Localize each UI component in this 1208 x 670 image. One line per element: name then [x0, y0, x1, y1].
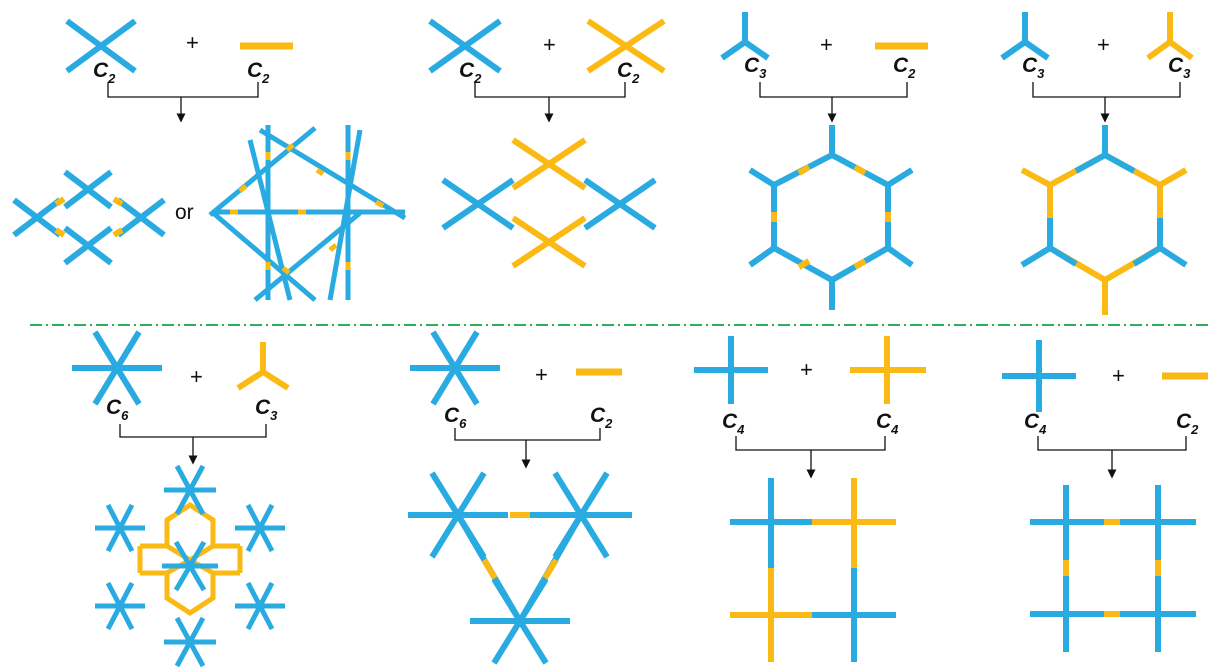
combination-bracket — [474, 82, 626, 123]
combination-bracket — [1037, 436, 1187, 479]
symmetry-label: C3 — [744, 54, 767, 81]
panel-2: + C2 C2 — [428, 18, 666, 269]
kagome-framework — [208, 125, 407, 302]
triangle-framework — [408, 471, 632, 665]
plus-sign: + — [820, 32, 833, 57]
panel-6: + C6 C2 — [408, 330, 632, 665]
combination-bracket — [107, 82, 259, 123]
symmetry-label: C2 — [459, 59, 482, 86]
c3-linker-icon-yellow — [236, 342, 290, 391]
c6-linker-icon — [410, 330, 500, 406]
symmetry-label: C3 — [1168, 54, 1191, 81]
c2-linker-icon — [428, 18, 502, 74]
alternating-rhombus-framework — [441, 137, 657, 269]
c4-linker-icon — [1002, 340, 1076, 412]
symmetry-label: C3 — [255, 396, 278, 423]
or-text: or — [175, 201, 194, 224]
plus-sign: + — [800, 357, 813, 382]
symmetry-label: C6 — [444, 404, 467, 431]
plus-sign: + — [190, 364, 203, 389]
plus-sign: + — [543, 32, 556, 57]
c3-linker-icon — [1000, 12, 1050, 61]
c6-linker-icon — [72, 330, 162, 406]
c4-linker-icon — [694, 336, 768, 404]
panel-8: + C4 C2 — [1002, 340, 1208, 652]
plus-sign: + — [1097, 32, 1110, 57]
combination-bracket — [454, 428, 601, 469]
combination-bracket — [119, 424, 267, 465]
symmetry-label: C4 — [722, 410, 745, 437]
hexagon-framework — [748, 125, 914, 310]
plus-sign: + — [186, 30, 199, 55]
combination-bracket — [735, 436, 886, 479]
panel-5: + C6 C3 — [72, 330, 290, 668]
symmetry-label: C2 — [617, 59, 640, 86]
symmetry-label: C2 — [590, 404, 613, 431]
snowflake-framework — [95, 464, 285, 668]
square-framework-bars — [1030, 485, 1196, 652]
panel-1: + C2 C2 or — [12, 18, 407, 302]
hexagon-framework-alternating — [1020, 125, 1188, 315]
rhombus-framework — [12, 169, 166, 266]
c2-linker-icon-yellow — [586, 18, 666, 74]
panel-4: + C3 C3 — [1000, 12, 1194, 315]
symmetry-label: C2 — [93, 59, 116, 86]
c3-linker-icon — [720, 12, 770, 61]
combination-bracket — [1032, 82, 1181, 123]
plus-sign: + — [1112, 363, 1125, 388]
square-framework — [730, 478, 896, 662]
symmetry-label: C6 — [106, 396, 129, 423]
combination-bracket — [759, 82, 908, 123]
symmetry-label: C4 — [1024, 410, 1047, 437]
c3-linker-icon-yellow — [1146, 12, 1194, 61]
panel-3: + C3 C2 — [720, 12, 928, 310]
plus-sign: + — [535, 362, 548, 387]
symmetry-label: C2 — [1176, 410, 1199, 437]
panel-7: + C4 C4 — [694, 336, 926, 662]
c4-linker-icon-yellow — [850, 336, 926, 404]
symmetry-label: C2 — [247, 59, 270, 86]
symmetry-label: C3 — [1022, 54, 1045, 81]
symmetry-label: C2 — [893, 54, 916, 81]
c2-linker-icon — [65, 18, 137, 74]
symmetry-label: C4 — [876, 410, 899, 437]
